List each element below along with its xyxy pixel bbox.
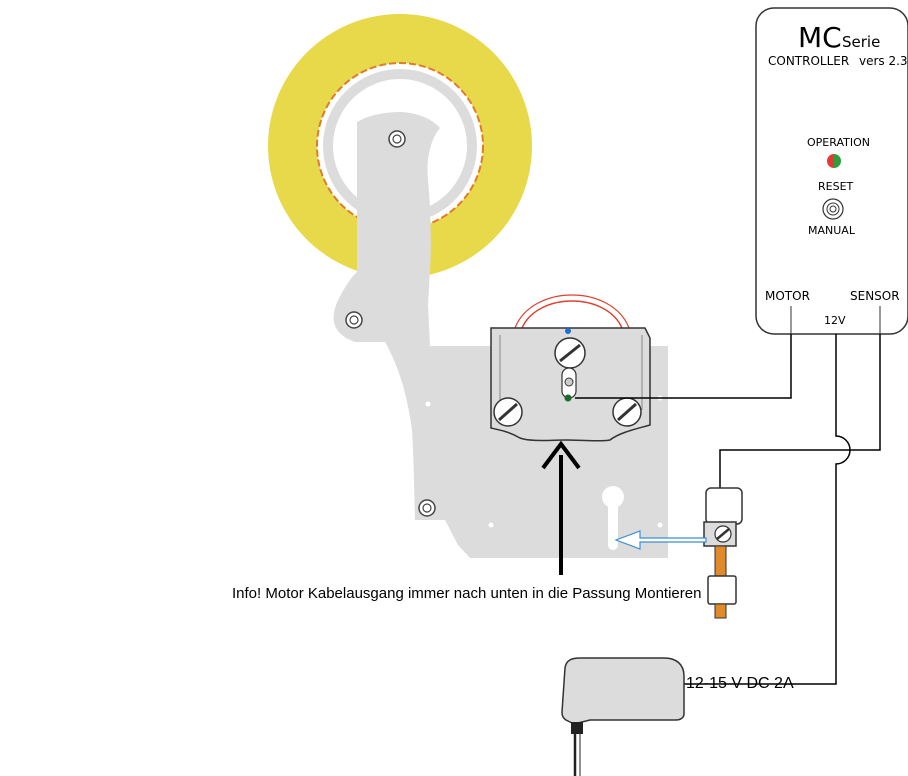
- power-supply-label: 12-15 V DC 2A: [686, 675, 794, 692]
- operation-led-green: [834, 154, 841, 168]
- sensor-thread: [714, 545, 727, 577]
- frame-plate: [333, 112, 668, 558]
- motor-cable-exit: [564, 394, 572, 402]
- operation-label: OPERATION: [807, 136, 870, 149]
- manual-label: MANUAL: [808, 224, 856, 237]
- motor-port-label: MOTOR: [765, 289, 810, 303]
- frame-screw-top: [388, 130, 406, 148]
- controller-model: CONTROLLER: [768, 54, 849, 68]
- controller-box: MC Serie CONTROLLER vers 2.3 OPERATION R…: [755, 7, 908, 335]
- frame-screw-left: [345, 311, 363, 329]
- power-wire: [684, 334, 851, 685]
- mounting-arrow: [541, 440, 581, 575]
- controller-series: Serie: [842, 33, 880, 51]
- sensor-nut: [707, 575, 737, 605]
- sensor-direction-arrow: [614, 530, 707, 550]
- motor-wire: [575, 334, 792, 399]
- sensor-head: [705, 487, 743, 525]
- sensor: [614, 487, 743, 619]
- wiring: [575, 334, 881, 685]
- frame-screw-bottom: [418, 499, 436, 517]
- power-plug: [571, 722, 583, 734]
- info-text: Info! Motor Kabelausgang immer nach unte…: [232, 585, 701, 602]
- keyhole-slot: [602, 486, 624, 508]
- frame-hole-2: [488, 522, 494, 528]
- controller-brand: MC: [798, 21, 842, 54]
- sensor-wire: [719, 334, 881, 488]
- frame-hole-1: [425, 401, 431, 407]
- controller-case: [755, 7, 908, 335]
- reset-label: RESET: [818, 180, 854, 193]
- voltage-label: 12V: [824, 314, 846, 327]
- dispenser-frame: [333, 112, 668, 558]
- motor: [490, 294, 651, 442]
- power-supply-body: [561, 657, 685, 725]
- sensor-port-label: SENSOR: [850, 289, 900, 303]
- controller-version: vers 2.3: [859, 54, 908, 68]
- motor-indicator: [565, 328, 571, 334]
- reset-button[interactable]: [822, 198, 844, 220]
- motor-cable-coil: [521, 300, 623, 329]
- operation-led-red: [827, 154, 834, 168]
- frame-hole-4: [657, 522, 663, 528]
- power-supply: 12-15 V DC 2A: [561, 657, 794, 776]
